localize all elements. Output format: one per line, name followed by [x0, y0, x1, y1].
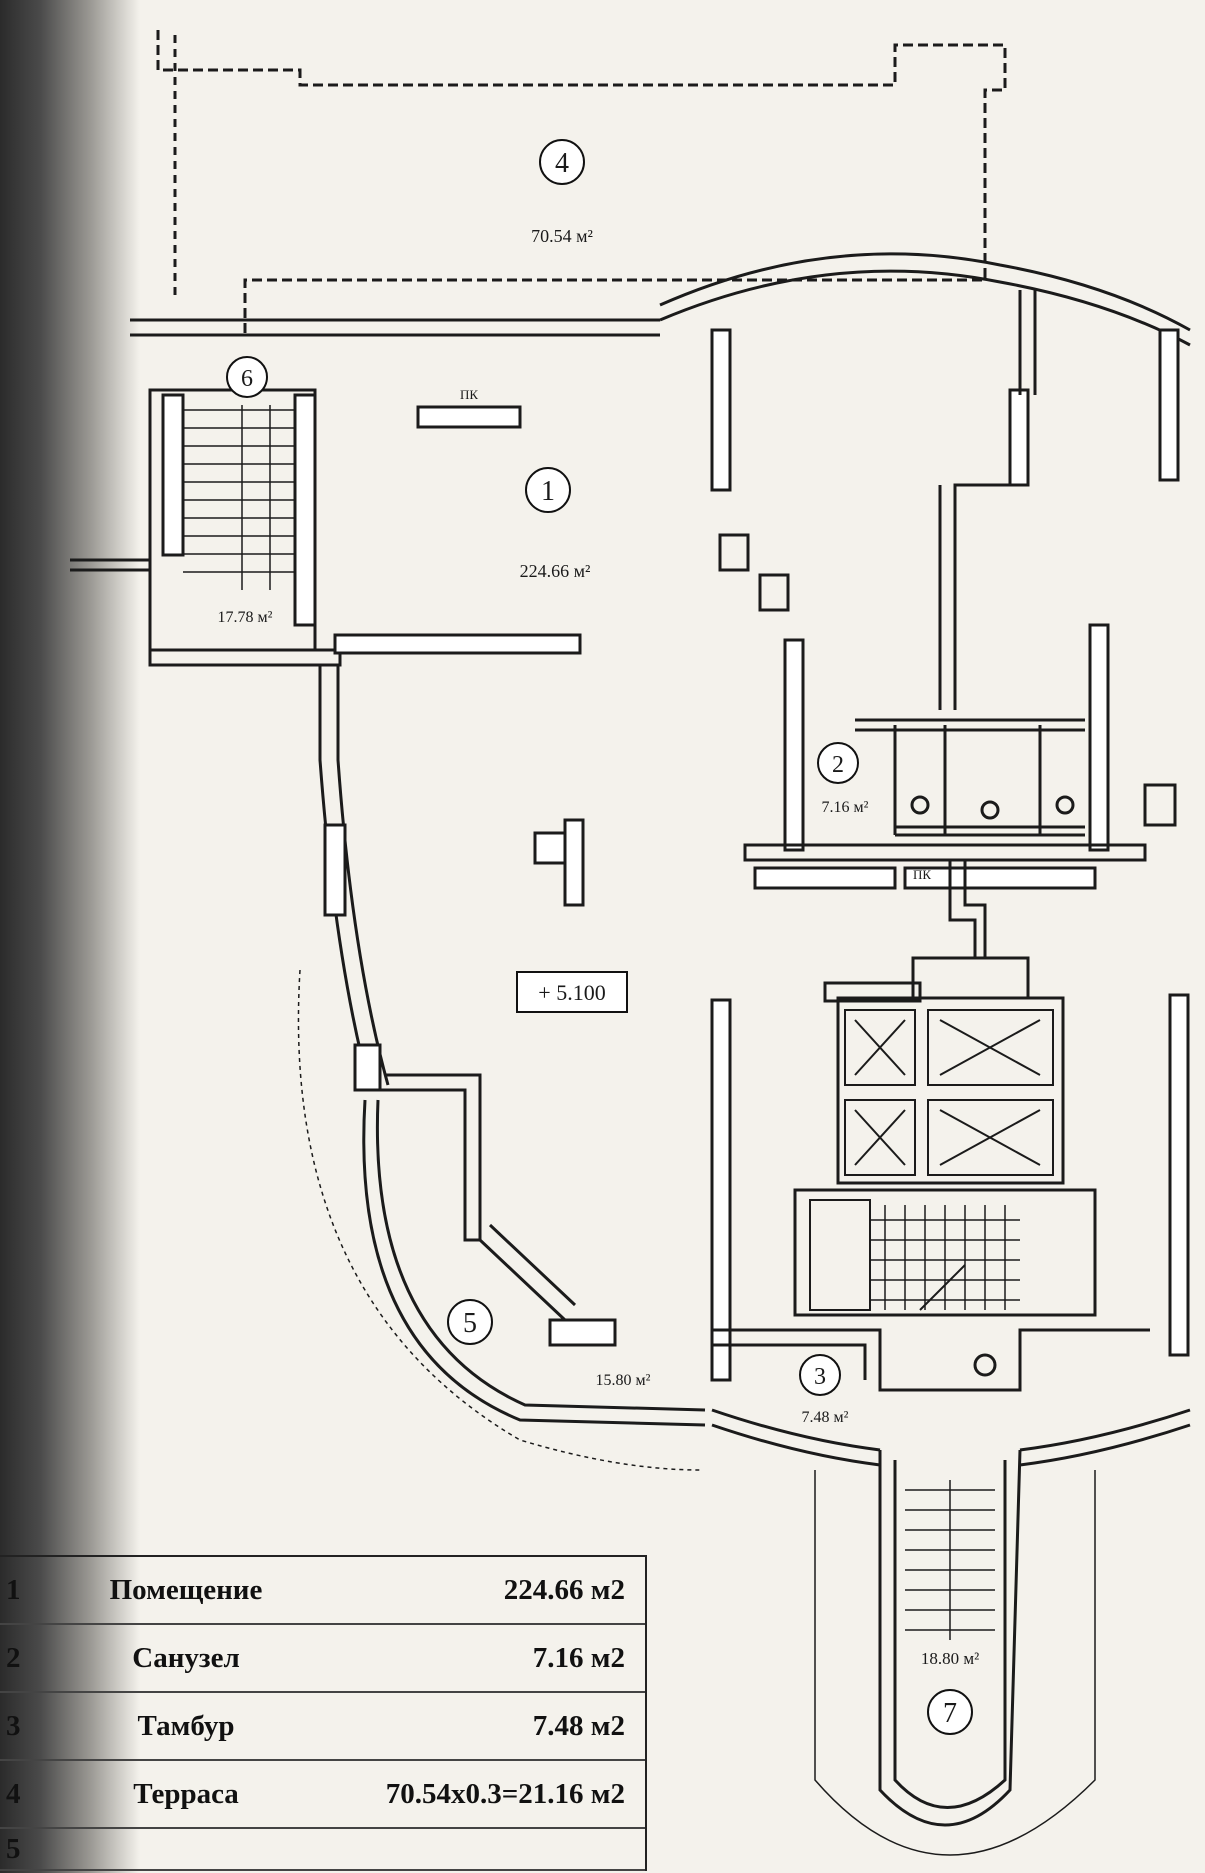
room-2-area: 7.16 м² [822, 799, 869, 816]
lift-car-2 [927, 1009, 1054, 1086]
row-name: Тамбур [137, 1709, 235, 1742]
wall-divider [333, 633, 582, 655]
row-number: 3 [6, 1709, 21, 1742]
lift-car-4 [927, 1099, 1054, 1176]
table-row: 5 [0, 1829, 645, 1871]
room-5-number: 5 [463, 1308, 477, 1339]
lift-car-3 [844, 1099, 916, 1176]
elevation-label: + 5.100 [538, 980, 605, 1005]
curved-facade-top [659, 252, 1191, 332]
table-row: 2 Санузел 7.16 м2 [0, 1625, 645, 1693]
column-wall-1 [710, 328, 732, 492]
terrace-5-curve [362, 1099, 706, 1427]
terrace-outline [156, 30, 1007, 335]
row-area: 7.48 м2 [532, 1709, 625, 1742]
row-area: 224.66 м2 [503, 1573, 625, 1606]
room-7-area: 18.80 м² [921, 1649, 979, 1668]
room-7-marker [927, 1689, 973, 1735]
room-4-area: 70.54 м² [531, 226, 593, 246]
area-table: 1 Помещение 224.66 м2 2 Санузел 7.16 м2 … [0, 1555, 647, 1871]
left-wall [70, 558, 150, 572]
pk-label-top: ПК [460, 387, 478, 402]
row-number: 1 [6, 1573, 21, 1606]
room-3-area: 7.48 м² [802, 1409, 849, 1426]
row-area: 70.54х0.3=21.16 м2 [385, 1777, 625, 1810]
room-2-number: 2 [832, 752, 844, 778]
elevation-box [516, 971, 628, 1013]
row-number: 4 [6, 1777, 21, 1810]
room-6-area: 17.78 м² [218, 609, 273, 626]
row-area: 7.16 м2 [532, 1641, 625, 1674]
room-2-marker [817, 742, 859, 784]
scan-edge-shadow [0, 0, 140, 1873]
room-7-number: 7 [943, 1698, 957, 1729]
main-stair [793, 1188, 1097, 1317]
room-1-marker [525, 467, 571, 513]
row-name: Терраса [133, 1777, 239, 1810]
room-6-number: 6 [241, 366, 253, 392]
row-number: 5 [6, 1832, 21, 1865]
stair-7-tower [878, 1449, 1022, 1827]
room-4-marker [539, 139, 585, 185]
room-6-marker [226, 356, 268, 398]
room-1-number: 1 [541, 476, 555, 507]
room-3-marker [799, 1354, 841, 1396]
pk-cabinet-top [416, 405, 522, 429]
wc-block [743, 843, 1147, 862]
table-row: 3 Тамбур 7.48 м2 [0, 1693, 645, 1761]
table-row: 4 Терраса 70.54х0.3=21.16 м2 [0, 1761, 645, 1829]
room-1-area: 224.66 м² [520, 561, 591, 581]
room-3-number: 3 [814, 1364, 826, 1390]
table-row: 1 Помещение 224.66 м2 [0, 1557, 645, 1625]
vestibule-walls [712, 1328, 1150, 1392]
room-4-number: 4 [555, 148, 569, 179]
pk-label-bottom: ПК [913, 867, 931, 882]
room-5-area: 15.80 м² [596, 1372, 651, 1389]
row-number: 2 [6, 1641, 21, 1674]
lift-car-1 [844, 1009, 916, 1086]
room-5-marker [447, 1299, 493, 1345]
stair-6-treads [183, 409, 295, 573]
row-name: Санузел [132, 1641, 240, 1674]
row-name: Помещение [109, 1573, 263, 1606]
